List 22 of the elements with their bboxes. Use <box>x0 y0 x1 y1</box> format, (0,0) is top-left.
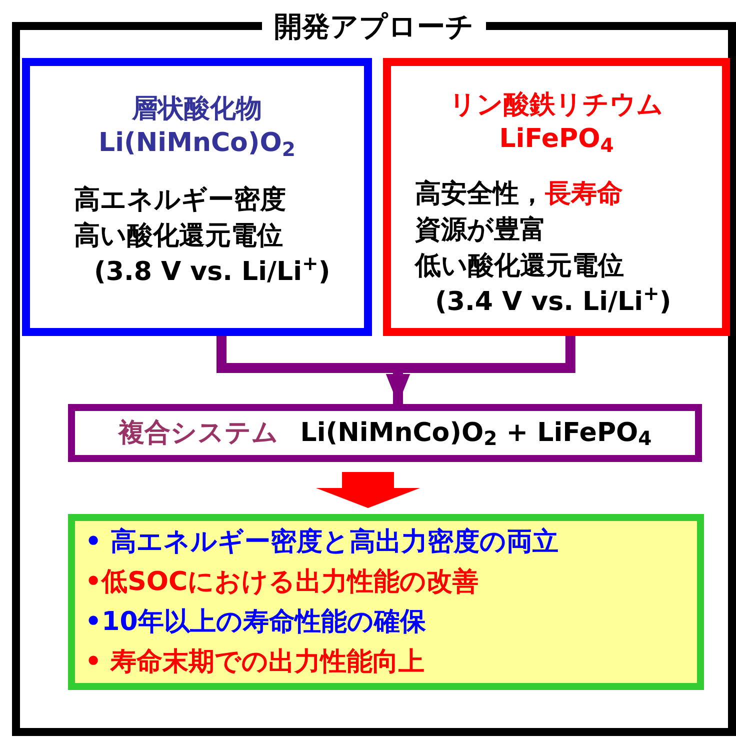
heading-text: リン酸鉄リチウム <box>450 89 664 122</box>
block-arrow <box>316 472 420 508</box>
material-box <box>22 58 372 336</box>
property-text: 高い酸化還元電位 <box>74 220 283 253</box>
result-box <box>68 514 704 690</box>
bullet-text: • 寿命末期での出力性能向上 <box>85 646 426 679</box>
property-text: 高エネルギー密度 <box>74 184 286 217</box>
bullet-text: •10年以上の寿命性能の確保 <box>85 606 427 639</box>
material-box <box>383 58 730 336</box>
system-label: 複合システム <box>118 416 278 450</box>
property-text: (3.4 V vs. Li/Li$^{+}$) <box>435 284 672 319</box>
formula-text: Li(NiMnCo)O$_{2}$ + LiFePO$_{4}$ <box>300 416 652 452</box>
property-text: 資源が豊富 <box>415 214 546 247</box>
bullet-text: • 高エネルギー密度と高出力密度の両立 <box>85 526 560 559</box>
system-box <box>68 404 702 462</box>
property-text: (3.8 V vs. Li/Li$^{+}$) <box>94 254 330 289</box>
bullet-text: •低SOCにおける出力性能の改善 <box>85 566 480 599</box>
formula-text: LiFePO$_{4}$ <box>499 123 614 156</box>
property-text: 高安全性，長寿命 <box>415 178 623 211</box>
property-text: 低い酸化還元電位 <box>415 250 624 283</box>
formula-text: Li(NiMnCo)O$_{2}$ <box>98 127 296 160</box>
heading-text: 層状酸化物 <box>132 93 262 126</box>
